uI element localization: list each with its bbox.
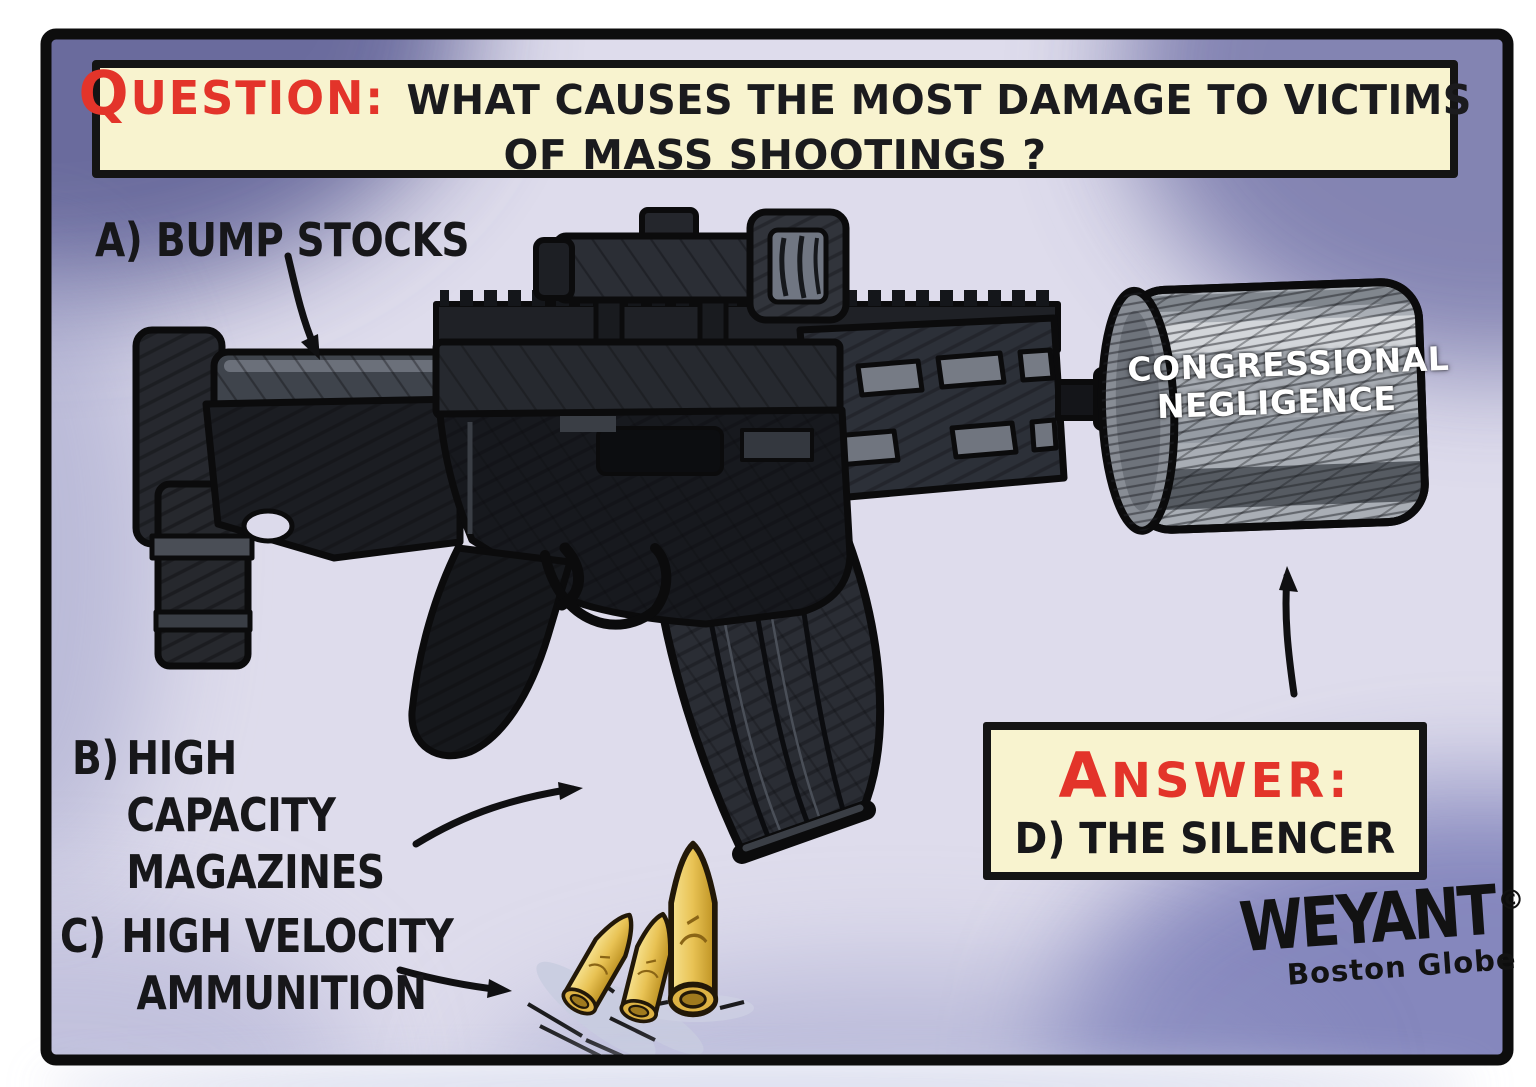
frame-border (40, 28, 1514, 1066)
artist-name: WEYANT (1236, 869, 1497, 968)
arrow-ammunition (396, 966, 512, 998)
trigger-guard (540, 543, 672, 630)
arrow-silencer (1279, 566, 1298, 698)
option-b-line-2: CAPACITY (126, 788, 336, 842)
answer-box: ANSWER: D) THE SILENCER (983, 722, 1427, 880)
option-c-marker: C) (60, 909, 106, 963)
answer-label: ANSWER: (1058, 738, 1352, 812)
trigger (556, 542, 585, 611)
option-b-line-3: MAGAZINES (126, 845, 385, 899)
answer-text: D) THE SILENCER (1014, 813, 1396, 864)
handguard (800, 318, 1064, 500)
annotation-arrows (284, 252, 1298, 998)
question-label: QUESTION: (78, 59, 385, 129)
option-b-line-1: HIGH (126, 731, 237, 785)
question-text: WHAT CAUSES THE MOST DAMAGE TO VICTIMS (406, 76, 1472, 124)
silencer-drawing (1098, 281, 1426, 532)
option-b: B) HIGH CAPACITY MAGAZINES (72, 730, 385, 901)
question-box: QUESTION: WHAT CAUSES THE MOST DAMAGE TO … (78, 59, 1471, 179)
signature: WEYANT © Boston Globe (1237, 870, 1526, 992)
copyright-mark: © (1496, 884, 1526, 917)
bullet-standing (670, 844, 716, 1014)
question-line-1: QUESTION: WHAT CAUSES THE MOST DAMAGE TO … (78, 59, 1471, 129)
option-c-line-1: HIGH VELOCITY (121, 909, 454, 963)
option-c: C) HIGH VELOCITY AMMUNITION (60, 908, 454, 1022)
rifle-scope (533, 207, 846, 345)
arrow-magazines (412, 782, 583, 848)
option-a-text: BUMP STOCKS (155, 213, 470, 267)
arrow-bump-stocks (284, 252, 320, 360)
outer-shadow (40, 1062, 1480, 1087)
question-line-2: OF MASS SHOOTINGS ? (503, 131, 1047, 179)
rifle-stock (136, 330, 462, 666)
option-a: A) BUMP STOCKS (95, 212, 470, 269)
option-c-line-2: AMMUNITION (136, 966, 427, 1020)
receiver (436, 342, 850, 624)
rifle-drawing (136, 207, 1426, 864)
silencer-label: CONGRESSIONAL NEGLIGENCE (1127, 339, 1450, 427)
option-b-marker: B) (72, 731, 119, 785)
option-a-marker: A) (95, 213, 143, 267)
